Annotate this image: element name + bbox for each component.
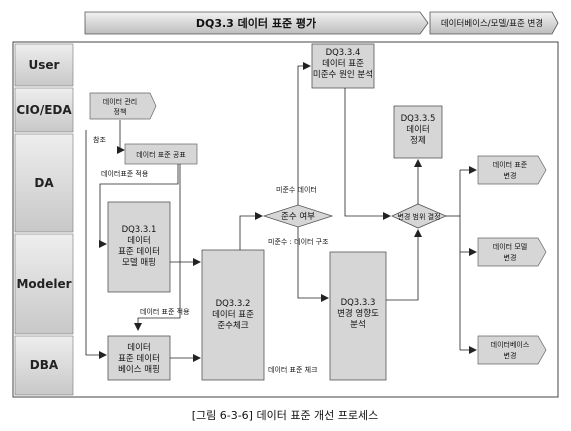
dq331-line-1: DQ3.3.1 [122,225,157,235]
lane-da-label: DA [34,176,54,190]
dq334-line-2: 데이터 표준 [322,58,364,69]
db-change-line-2: 변경 [504,351,517,360]
std-change-output: 데이터 표준 변경 [477,155,547,185]
dq332-line-3: 준수체크 [217,320,248,331]
lane-dba-label: DBA [30,358,59,372]
db-change-line-1: 데이터베이스 [491,340,530,349]
ref-label: 참조 [93,136,106,144]
lane-cio-label: CIO/EDA [16,103,72,117]
lane-user-label: User [29,58,60,72]
std-change-line-1: 데이터 표준 [493,160,528,169]
policy-to-publish-arrow [117,120,125,154]
dq333-line-3: 분석 [350,319,366,330]
model-change-line-1: 데이터 모델 [493,242,527,251]
dba-map-box: 데이터 표준 데이터 베이스 매핑 [107,335,171,381]
332-to-compliance-arrow [239,212,263,250]
dq331-line-2: 데이터 [127,235,150,246]
dq333-line-2: 변경 영향도 [337,308,379,319]
dba-map-line-1: 데이터 [127,342,150,353]
model-change-output: 데이터 모델 변경 [477,237,547,267]
std-check-label: 데이터 표준 체크 [268,365,318,374]
header-right-label: 데이터베이스/모델/표준 변경 [441,18,543,29]
header-title-arrow: DQ3.3 데이터 표준 평가 [84,11,429,35]
334-to-scope-arrow [344,88,391,220]
dq334-box: DQ3.3.4 데이터 표준 미준수 원인 분석 [311,43,375,89]
swimlanes: User CIO/EDA DA Modeler DBA [12,41,559,398]
std-apply-label-2: 데이터 표준 적용 [140,307,190,316]
publish-to-331-arrow [99,164,179,248]
compliance-to-333-arrow [297,227,329,302]
dq332-box: DQ3.3.2 데이터 표준 준수체크 [201,249,265,381]
dq332-line-1: DQ3.3.2 [216,299,251,309]
lane-cio-header [14,87,74,133]
lane-dba-header [14,335,74,396]
dq331-box: DQ3.3.1 데이터 표준 데이터 모델 매핑 [107,201,171,293]
compliance-label: 준수 여부 [281,211,315,222]
lane-user-header [14,43,74,87]
dq335-box: DQ3.3.5 데이터 정제 [393,105,443,159]
dq335-line-2: 데이터 [406,124,429,135]
figure-caption: [그림 6-3-6] 데이터 표준 개선 프로세스 [192,409,379,422]
compliance-decision: 준수 여부 [262,204,334,228]
publish-to-dba-arrow [134,164,181,331]
db-change-output: 데이터베이스 변경 [477,335,547,365]
dq335-line-3: 정제 [410,135,426,146]
dq334-line-1: DQ3.3.4 [326,48,361,58]
dq334-line-3: 미준수 원인 분석 [313,69,373,80]
333-to-scope-arrow [386,229,422,301]
std-apply-label-1: 데이터표준 적용 [101,169,149,178]
dq335-line-1: DQ3.3.5 [401,114,436,124]
lane-modeler-header [14,233,74,335]
policy-box: 데이터 관리 정책 [89,92,157,120]
user-to-dba-arrow [85,130,107,359]
std-publish-label: 데이터 표준 공표 [136,150,186,159]
header-title: DQ3.3 데이터 표준 평가 [196,16,316,30]
noncompliant-struct-label: 미준수 : 데이터 구조 [268,237,329,246]
dq332-line-2: 데이터 표준 [212,309,254,320]
noncompliant-data-label: 미준수 데이터 [276,185,317,194]
lane-modeler-label: Modeler [16,277,71,291]
dq333-box: DQ3.3.3 변경 영향도 분석 [329,251,387,381]
dq331-line-4: 모델 매핑 [122,257,156,268]
lane-da-header [14,133,74,233]
scope-label: 변경 범위 결정 [397,212,440,221]
compliance-to-334-arrow [297,62,311,205]
std-publish-box: 데이터 표준 공표 [124,143,198,165]
dba-map-line-2: 표준 데이터 [118,353,160,364]
scope-decision: 변경 범위 결정 [391,203,448,229]
dq331-line-3: 표준 데이터 [118,246,160,257]
dq333-line-1: DQ3.3.3 [341,298,376,308]
std-change-line-2: 변경 [504,171,517,180]
model-change-line-2: 변경 [504,253,517,262]
policy-line-2: 정책 [114,107,127,116]
dba-map-line-3: 베이스 매핑 [118,364,160,375]
header-right-tab: 데이터베이스/모델/표준 변경 [429,11,559,35]
policy-line-1: 데이터 관리 [103,97,137,106]
